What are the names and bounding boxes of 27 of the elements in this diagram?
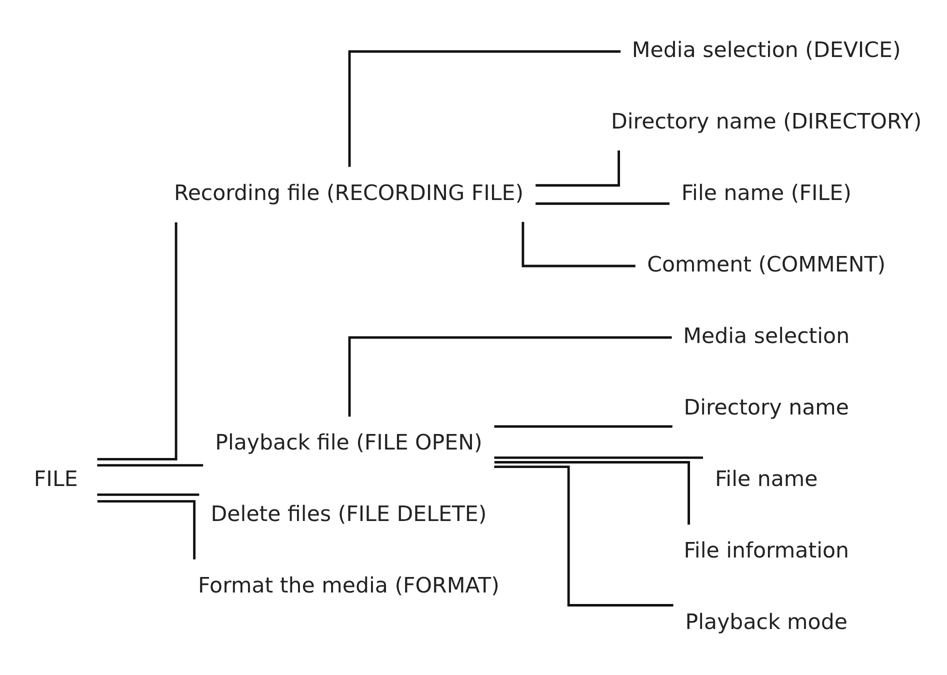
node-text: Directory name — [684, 396, 850, 421]
connector — [536, 202, 670, 205]
node-text: Playback mode — [685, 610, 848, 636]
connector — [494, 461, 690, 525]
connector — [536, 150, 620, 187]
node-text: File name (FILE) — [681, 181, 852, 206]
connector — [348, 50, 621, 167]
node-text: Format the media (FORMAT) — [198, 574, 500, 599]
connector — [494, 456, 703, 459]
node-text: Delete files (FILE DELETE) — [210, 502, 487, 528]
node-text: Comment (COMMENT) — [647, 252, 886, 278]
node-text: File name — [714, 467, 818, 492]
node-text: Recording file (RECORDING FILE) — [174, 181, 524, 206]
connector — [97, 494, 200, 496]
node-text: Directory name (DIRECTORY) — [611, 110, 922, 135]
node-text: Playback file (FILE OPEN) — [215, 430, 482, 456]
node-text: FILE — [34, 467, 78, 492]
connector — [348, 336, 672, 417]
connector — [97, 500, 196, 560]
connector — [494, 425, 672, 428]
node-text: Media selection (DEVICE) — [632, 38, 901, 64]
node-text: File information — [684, 538, 850, 564]
node-text: Media selection — [683, 324, 850, 350]
connector — [97, 222, 178, 460]
connector — [97, 464, 204, 467]
connector — [494, 466, 674, 606]
connector — [522, 222, 636, 268]
